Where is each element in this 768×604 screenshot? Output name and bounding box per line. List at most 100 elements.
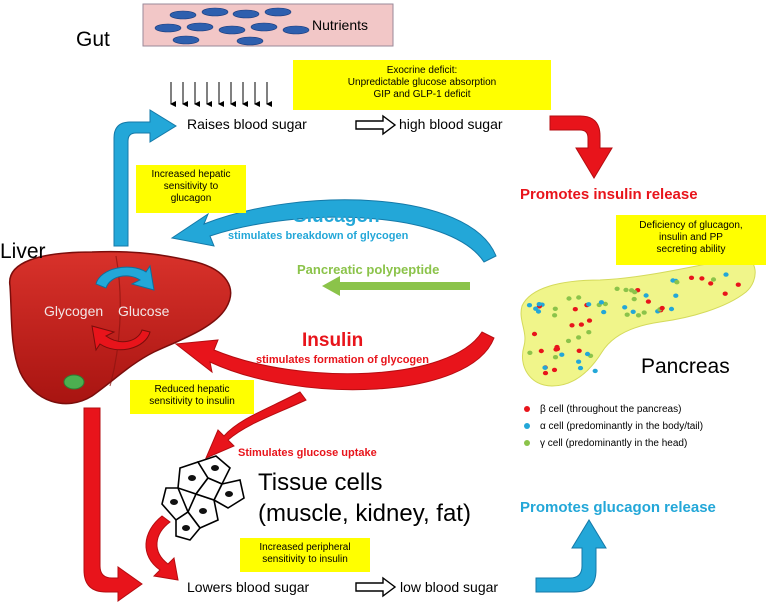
note-peripheral-line-1: Increased peripheral <box>259 542 351 553</box>
legend-beta-text: cell (throughout the pancreas) <box>545 404 682 415</box>
islet-cell-dot <box>566 296 572 301</box>
islet-cell-dot <box>586 318 593 323</box>
pancreatic-polypeptide-label: Pancreatic polypeptide <box>297 262 440 277</box>
islet-cell-dot <box>586 302 592 307</box>
lowers-blood-sugar: Lowers blood sugar <box>187 579 310 595</box>
note-hepatic-glucagon-line-1: Increased hepatic <box>151 169 231 180</box>
legend-row-beta: β cell (throughout the pancreas) <box>524 404 681 415</box>
raises-blood-sugar: Raises blood sugar <box>187 116 307 132</box>
islet-cell-dot <box>536 302 542 307</box>
islet-cell-dot <box>526 303 533 308</box>
tissue-cells-title: Tissue cells <box>258 469 383 496</box>
note-deficiency-line-1: Deficiency of glucagon, <box>639 220 743 231</box>
note-exocrine-line-3: GIP and GLP-1 deficit <box>373 89 471 100</box>
islet-cell-dot <box>601 309 607 315</box>
implies-arrow-bottom <box>355 576 397 598</box>
islet-cell-dot <box>602 301 609 307</box>
legend-row-alpha: α cell (predominantly in the body/tail) <box>524 421 703 432</box>
note-reduced-line-2: sensitivity to insulin <box>149 396 235 407</box>
islet-cell-dot <box>576 335 582 340</box>
tissue-cells-subtitle: (muscle, kidney, fat) <box>258 500 471 527</box>
tissue-cells <box>161 455 245 541</box>
tissue-cell-nuclei <box>170 465 233 531</box>
promotes-glucagon-release: Promotes glucagon release <box>520 499 716 516</box>
islet-cell-dot <box>723 272 729 277</box>
red-arrow-liver-down <box>83 407 143 602</box>
islet-cell-dot <box>630 309 636 314</box>
islet-cell-dot <box>641 310 647 315</box>
liver-label: Liver <box>0 240 46 263</box>
glycogen-label: Glycogen <box>44 303 104 319</box>
islet-cell-dot <box>710 277 717 282</box>
islet-cell-dot <box>578 322 585 327</box>
islet-cell-dot <box>735 282 741 287</box>
absorption-arrows <box>170 82 272 107</box>
note-peripheral: Increased peripheral sensitivity to insu… <box>240 538 370 572</box>
islet-cell-dot <box>584 351 591 357</box>
note-deficiency: Deficiency of glucagon, insulin and PP s… <box>616 215 766 265</box>
islet-cell-dot <box>708 281 714 286</box>
islet-cell-dot <box>577 365 584 371</box>
cycle-blue-arrow <box>95 264 155 291</box>
islet-cell-dot <box>674 280 680 285</box>
islet-cell-dot <box>668 306 675 312</box>
pancreas-organ <box>520 257 756 387</box>
low-blood-sugar: low blood sugar <box>400 579 499 595</box>
islet-cell-dot <box>645 299 652 304</box>
gut-label: Gut <box>76 28 110 51</box>
pp-arrow <box>322 276 470 296</box>
legend-beta-symbol: β <box>540 404 546 415</box>
high-blood-sugar: high blood sugar <box>399 116 503 132</box>
note-exocrine-line-2: Unpredictable glucose absorption <box>347 77 497 88</box>
insulin-arrow <box>174 331 495 391</box>
note-peripheral-line-2: sensitivity to insulin <box>262 554 348 565</box>
islet-cell-dot <box>592 368 598 374</box>
note-exocrine-deficit: Exocrine deficit: Unpredictable glucose … <box>293 60 551 110</box>
blue-arrow-to-glucagon-release <box>535 519 607 593</box>
islet-cell-dot <box>565 338 572 344</box>
blue-arrow-liver-up <box>113 109 177 247</box>
nutrients-label: Nutrients <box>312 17 369 33</box>
pancreas-label: Pancreas <box>641 355 730 378</box>
islet-cell-dot <box>569 323 575 328</box>
gamma-dot-icon <box>524 440 530 447</box>
legend-gamma-text: cell (predominantly in the head) <box>545 438 688 449</box>
islet-cell-dot <box>598 300 605 305</box>
islet-cell-dot <box>538 348 544 354</box>
islet-cell-dot <box>622 305 628 310</box>
insulin-title: Insulin <box>302 330 364 351</box>
islet-cell-dot <box>586 330 592 335</box>
glucose-label: Glucose <box>118 303 170 319</box>
legend-gamma-symbol: γ <box>540 438 545 449</box>
liver-organ <box>9 250 232 405</box>
islet-cell-dot <box>576 359 582 364</box>
note-deficiency-line-2: insulin and PP <box>659 232 723 243</box>
red-arrow-to-insulin-release <box>549 115 613 179</box>
note-reduced-hepatic: Reduced hepatic sensitivity to insulin <box>130 380 254 414</box>
note-hepatic-glucagon-line-3: glucagon <box>170 193 212 204</box>
beta-dot-icon <box>524 406 530 413</box>
legend-row-gamma: γ cell (predominantly in the head) <box>524 438 687 449</box>
islet-cell-dot <box>688 275 695 280</box>
islet-cell-dot <box>552 313 558 318</box>
note-deficiency-line-3: secreting ability <box>656 244 726 255</box>
islet-cell-dot <box>624 312 630 317</box>
uptake-arrow <box>205 391 307 459</box>
insulin-subtitle: stimulates formation of glycogen <box>256 354 429 366</box>
nutrients-box <box>142 3 394 47</box>
islet-cell-dot <box>552 306 558 311</box>
alpha-dot-icon <box>524 423 530 430</box>
islet-cell-dot <box>659 305 665 311</box>
glucagon-arrow <box>170 199 497 263</box>
promotes-insulin-release: Promotes insulin release <box>520 186 698 203</box>
implies-arrow-top <box>355 114 397 136</box>
islet-cell-dot <box>542 365 548 370</box>
islet-cell-dot <box>559 352 565 357</box>
islet-cell-dot <box>635 313 642 318</box>
islet-cell-dot <box>552 355 559 360</box>
islet-cell-dot <box>527 350 533 355</box>
glucagon-title: Glucagon <box>292 206 380 227</box>
islet-cell-dot <box>722 291 728 296</box>
islet-cell-dot <box>670 278 676 283</box>
